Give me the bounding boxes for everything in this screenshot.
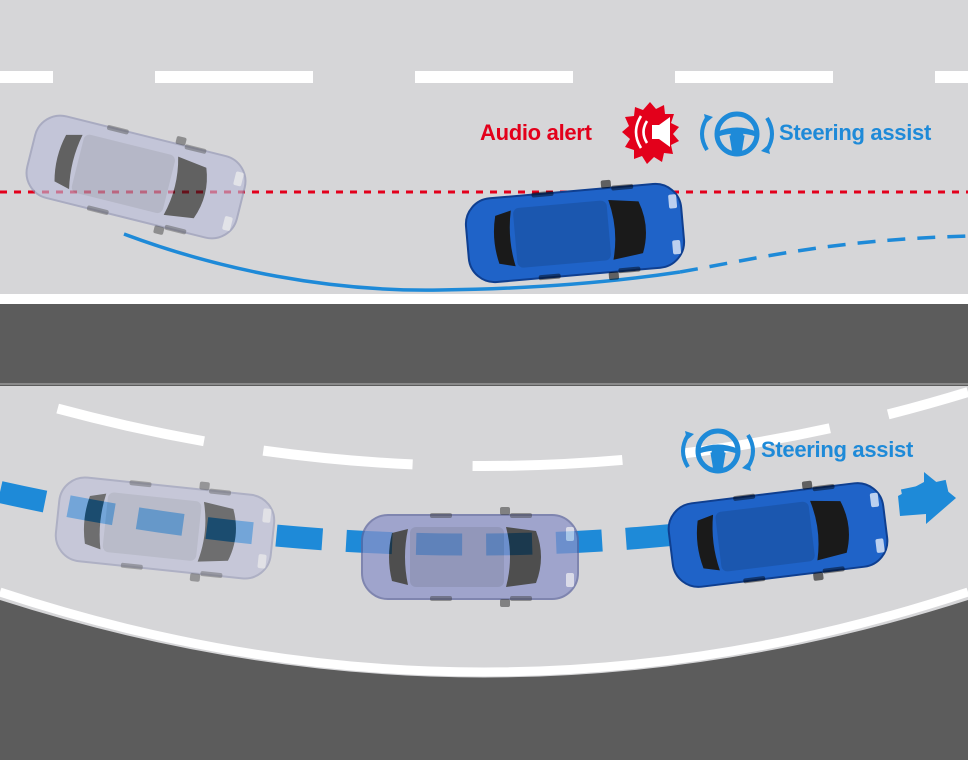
steering-wheel-icon <box>700 114 774 154</box>
top-vehicle-path-solid <box>123 232 681 292</box>
arrow-right-icon <box>898 472 956 524</box>
ghost-car-middle <box>361 507 579 607</box>
top-road-edge-line <box>0 294 968 304</box>
top-lane-dashes <box>0 71 968 83</box>
steering-assist-label-top: Steering assist <box>779 120 932 145</box>
panel-divider <box>0 304 968 384</box>
steering-wheel-icon <box>681 431 755 471</box>
bottom-road-edge-line <box>0 587 968 677</box>
top-vehicle-path-dashed <box>679 234 968 274</box>
bottom-lane-dashes <box>0 387 968 471</box>
audio-alert-label: Audio alert <box>480 120 593 145</box>
steering-assist-label-bottom: Steering assist <box>761 437 914 462</box>
speaker-alert-icon <box>622 102 679 164</box>
